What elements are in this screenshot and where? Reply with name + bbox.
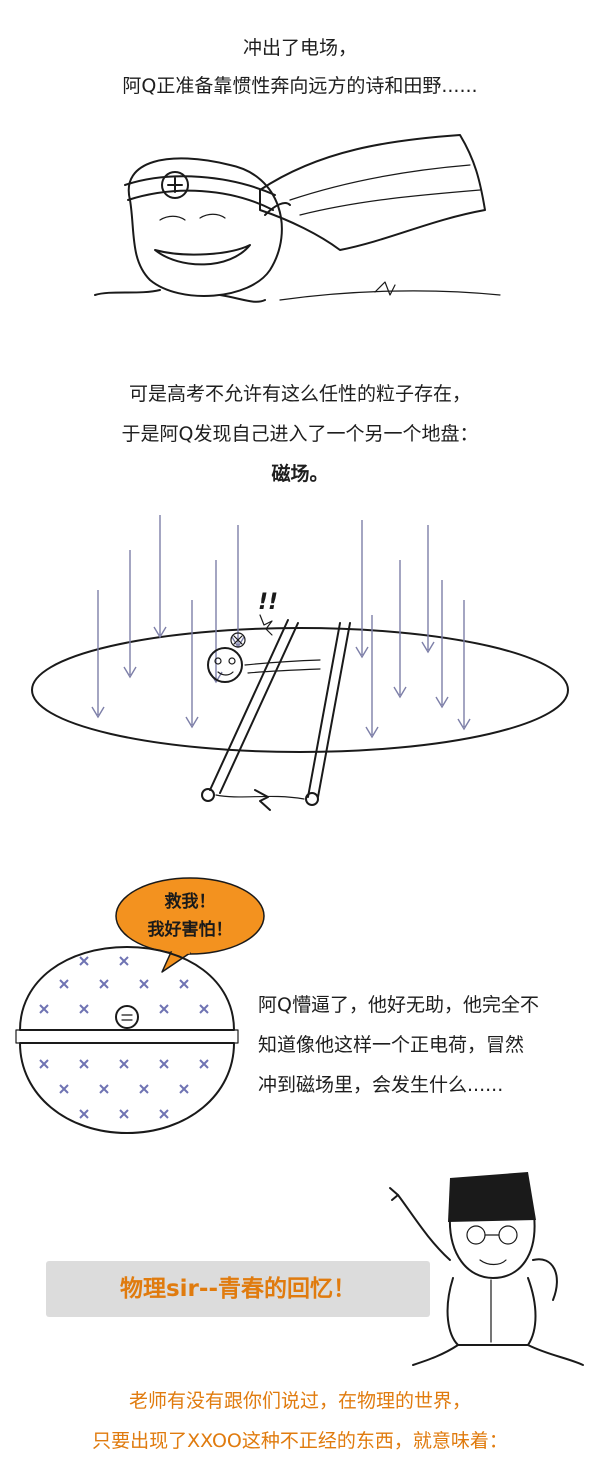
panel3-text-line1: 阿Q懵逼了，他好无助，他完全不: [258, 994, 539, 1016]
panel3-text-line2: 知道像他这样一个正电荷，冒然: [258, 1034, 525, 1056]
magnetic-field-circle-illustration: [15, 946, 239, 1134]
banner-title: 物理sir--青春的回忆！: [46, 1261, 430, 1317]
panel2-caption-line1: 可是高考不允许有这么任性的粒子存在，: [128, 383, 471, 405]
speech-bubble: [115, 877, 265, 973]
magnetic-field-plate-illustration: [31, 515, 569, 811]
bubble-line1: 救我！: [164, 892, 216, 912]
panel1-caption-line1: 冲出了电场，: [242, 37, 357, 59]
exclamation-marks: !!: [258, 590, 279, 615]
teacher-character-illustration: [389, 1172, 584, 1366]
running-character-illustration: [94, 134, 501, 303]
panel1-caption-line2: 阿Q正准备靠惯性奔向远方的诗和田野......: [122, 75, 478, 97]
footer-line1: 老师有没有跟你们说过，在物理的世界，: [128, 1390, 471, 1412]
field-arrows: [91, 515, 471, 739]
panel2-caption-line2: 于是阿Q发现自己进入了一个另一个地盘：: [121, 423, 479, 445]
footer-line2: 只要出现了XXOO这种不正经的东西，就意味着：: [92, 1430, 508, 1452]
panel2-caption-line3: 磁场。: [271, 463, 329, 485]
bubble-line2: 我好害怕！: [147, 920, 233, 940]
panel3-text-line3: 冲到磁场里，会发生什么......: [258, 1074, 504, 1096]
field-x-marks: [39, 956, 209, 1119]
